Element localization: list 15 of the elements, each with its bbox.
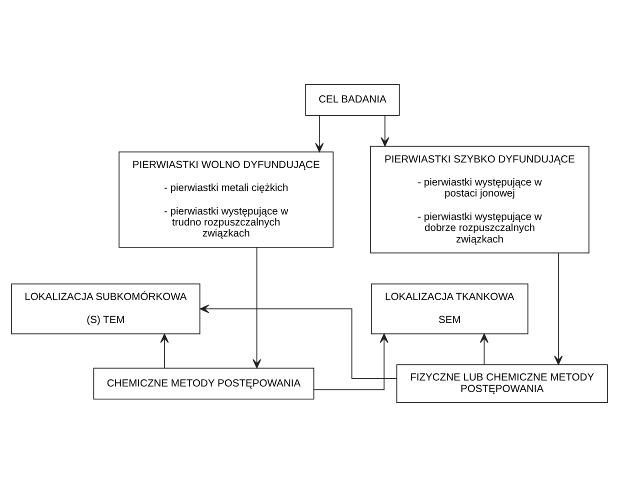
arrow — [554, 252, 563, 365]
node-box: CEL BADANIA — [305, 84, 400, 116]
arrow — [480, 334, 488, 365]
node-box: LOKALIZACJA SUBKOMÓRKOWA (S) TEM — [11, 283, 200, 334]
node-box: CHEMICZNE METODY POSTĘPOWANIA — [93, 368, 314, 400]
arrow — [313, 334, 388, 390]
node-box: PIERWIASTKI SZYBKO DYFUNDUJĄCE - pierwiastki występujące w postaci jonowej - pierwiastki występujące w dobrze rozpuszczalnych związkach — [370, 146, 590, 254]
node-box: PIERWIASTKI WOLNO DYFUNDUJĄCE - pierwiastki metali ciężkich - pierwiastki występujące w trudno rozpuszczalnych związkach — [118, 152, 334, 248]
arrow — [160, 334, 169, 369]
arrow — [200, 304, 397, 379]
node-box: FIZYCZNE LUB CHEMICZNE METODY POSTĘPOWANIA — [396, 364, 608, 403]
arrow — [252, 247, 262, 368]
arrow — [315, 115, 324, 152]
arrow — [380, 115, 390, 147]
node-box: LOKALIZACJA TKANKOWA SEM — [370, 283, 528, 334]
